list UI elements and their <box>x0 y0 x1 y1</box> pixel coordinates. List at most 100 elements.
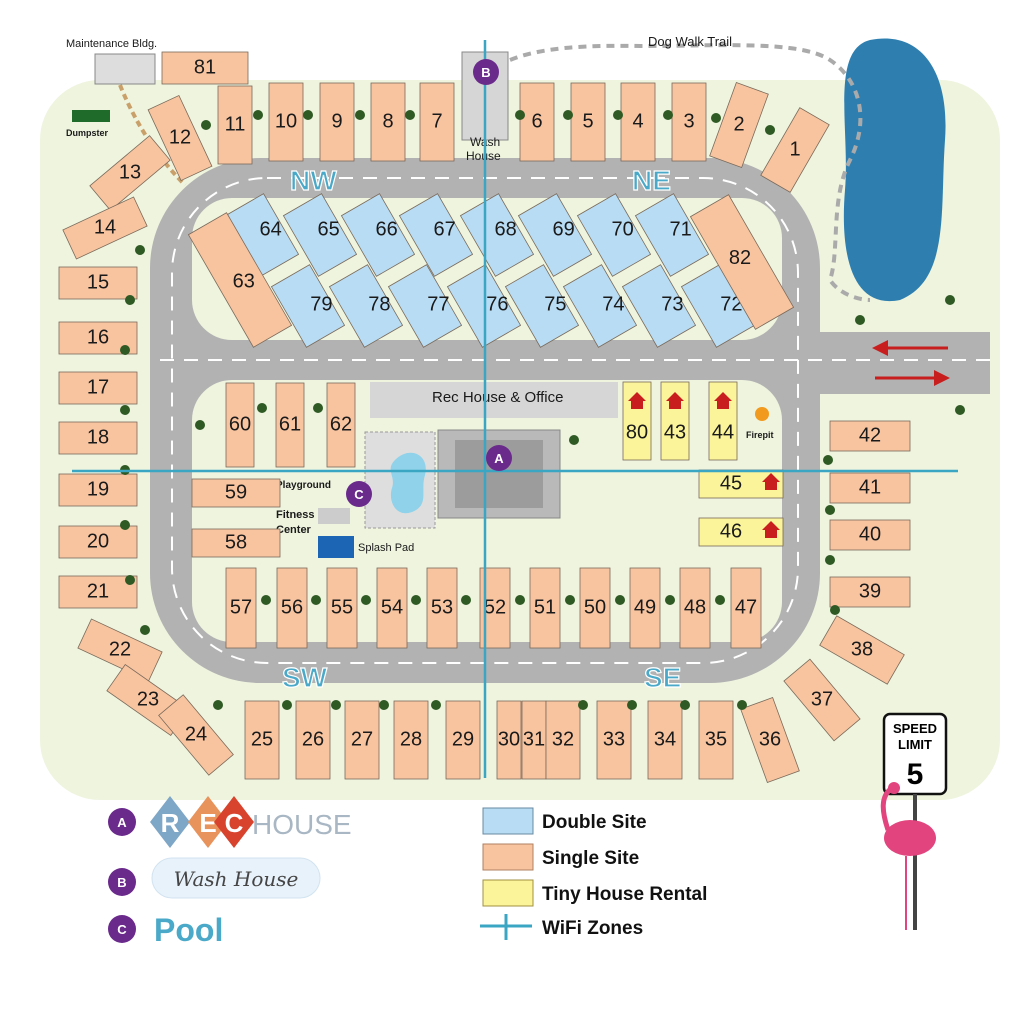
site-50[interactable]: 50 <box>579 567 611 649</box>
site-69[interactable]: 69 <box>517 192 594 277</box>
site-20[interactable]: 20 <box>58 525 138 559</box>
site-lot <box>819 615 905 685</box>
site-14[interactable]: 14 <box>62 196 148 260</box>
site-29[interactable]: 29 <box>445 700 481 780</box>
dumpster-label: Dumpster <box>66 128 109 138</box>
site-15[interactable]: 15 <box>58 266 138 300</box>
site-lot <box>58 473 138 507</box>
site-18[interactable]: 18 <box>58 421 138 455</box>
site-27[interactable]: 27 <box>344 700 380 780</box>
site-44[interactable]: 44 <box>708 381 738 461</box>
site-32[interactable]: 32 <box>545 700 581 780</box>
site-61[interactable]: 61 <box>275 382 305 468</box>
site-5[interactable]: 5 <box>570 82 606 162</box>
site-42[interactable]: 42 <box>829 420 911 452</box>
site-62[interactable]: 62 <box>326 382 356 468</box>
site-28[interactable]: 28 <box>393 700 429 780</box>
marker-b[interactable]: B <box>473 59 499 85</box>
firepit-label: Firepit <box>746 430 774 440</box>
site-58[interactable]: 58 <box>191 528 281 558</box>
site-36[interactable]: 36 <box>740 697 800 783</box>
site-7[interactable]: 7 <box>419 82 455 162</box>
site-81[interactable]: 81 <box>161 51 249 85</box>
site-82[interactable]: 82 <box>689 194 795 330</box>
site-13[interactable]: 13 <box>89 135 171 211</box>
site-8[interactable]: 8 <box>370 82 406 162</box>
site-77[interactable]: 77 <box>387 262 466 348</box>
splash-pad <box>318 536 354 558</box>
site-10[interactable]: 10 <box>268 82 304 162</box>
site-17[interactable]: 17 <box>58 371 138 405</box>
site-21[interactable]: 21 <box>58 575 138 609</box>
marker-a[interactable]: A <box>486 445 512 471</box>
site-39[interactable]: 39 <box>829 576 911 608</box>
site-2[interactable]: 2 <box>709 82 769 168</box>
site-79[interactable]: 79 <box>270 262 349 348</box>
site-75[interactable]: 75 <box>504 262 583 348</box>
site-59[interactable]: 59 <box>191 478 281 508</box>
site-64[interactable]: 64 <box>224 192 301 277</box>
house-icon <box>714 392 732 409</box>
site-71[interactable]: 71 <box>634 192 711 277</box>
site-57[interactable]: 57 <box>225 567 257 649</box>
site-51[interactable]: 51 <box>529 567 561 649</box>
site-24[interactable]: 24 <box>158 694 234 776</box>
site-number: 39 <box>859 580 881 602</box>
site-lot <box>376 567 408 649</box>
site-56[interactable]: 56 <box>276 567 308 649</box>
site-12[interactable]: 12 <box>147 94 213 182</box>
site-1[interactable]: 1 <box>760 107 830 193</box>
site-31[interactable]: 31 <box>521 700 547 780</box>
site-55[interactable]: 55 <box>326 567 358 649</box>
tree-icon <box>253 110 263 120</box>
site-37[interactable]: 37 <box>783 658 861 742</box>
site-78[interactable]: 78 <box>328 262 407 348</box>
site-73[interactable]: 73 <box>621 262 700 348</box>
site-48[interactable]: 48 <box>679 567 711 649</box>
tree-icon <box>140 625 150 635</box>
site-lot <box>576 193 652 277</box>
site-30[interactable]: 30 <box>496 700 522 780</box>
site-25[interactable]: 25 <box>244 700 280 780</box>
site-38[interactable]: 38 <box>819 615 905 685</box>
site-67[interactable]: 67 <box>398 192 475 277</box>
site-43[interactable]: 43 <box>660 381 690 461</box>
site-46[interactable]: 46 <box>698 517 784 547</box>
site-65[interactable]: 65 <box>282 192 359 277</box>
tree-icon <box>331 700 341 710</box>
site-41[interactable]: 41 <box>829 472 911 504</box>
site-26[interactable]: 26 <box>295 700 331 780</box>
site-47[interactable]: 47 <box>730 567 762 649</box>
site-34[interactable]: 34 <box>647 700 683 780</box>
site-63[interactable]: 63 <box>187 212 293 348</box>
site-6[interactable]: 6 <box>519 82 555 162</box>
site-74[interactable]: 74 <box>562 262 641 348</box>
site-70[interactable]: 70 <box>576 192 653 277</box>
site-lot <box>829 472 911 504</box>
maintenance-building <box>94 53 156 85</box>
site-45[interactable]: 45 <box>698 469 784 499</box>
site-3[interactable]: 3 <box>671 82 707 162</box>
site-60[interactable]: 60 <box>225 382 255 468</box>
marker-c[interactable]: C <box>346 481 372 507</box>
site-66[interactable]: 66 <box>340 192 417 277</box>
tree-icon <box>125 295 135 305</box>
site-68[interactable]: 68 <box>459 192 536 277</box>
site-35[interactable]: 35 <box>698 700 734 780</box>
site-19[interactable]: 19 <box>58 473 138 507</box>
site-40[interactable]: 40 <box>829 519 911 551</box>
maintenance-label: Maintenance Bldg. <box>66 38 157 50</box>
site-33[interactable]: 33 <box>596 700 632 780</box>
site-54[interactable]: 54 <box>376 567 408 649</box>
site-9[interactable]: 9 <box>319 82 355 162</box>
site-53[interactable]: 53 <box>426 567 458 649</box>
site-11[interactable]: 11 <box>217 85 253 165</box>
site-4[interactable]: 4 <box>620 82 656 162</box>
site-22[interactable]: 22 <box>77 618 163 682</box>
site-number: 40 <box>859 523 881 545</box>
site-49[interactable]: 49 <box>629 567 661 649</box>
site-80[interactable]: 80 <box>622 381 652 461</box>
site-number: 60 <box>229 413 251 435</box>
site-72[interactable]: 72 <box>680 262 759 348</box>
